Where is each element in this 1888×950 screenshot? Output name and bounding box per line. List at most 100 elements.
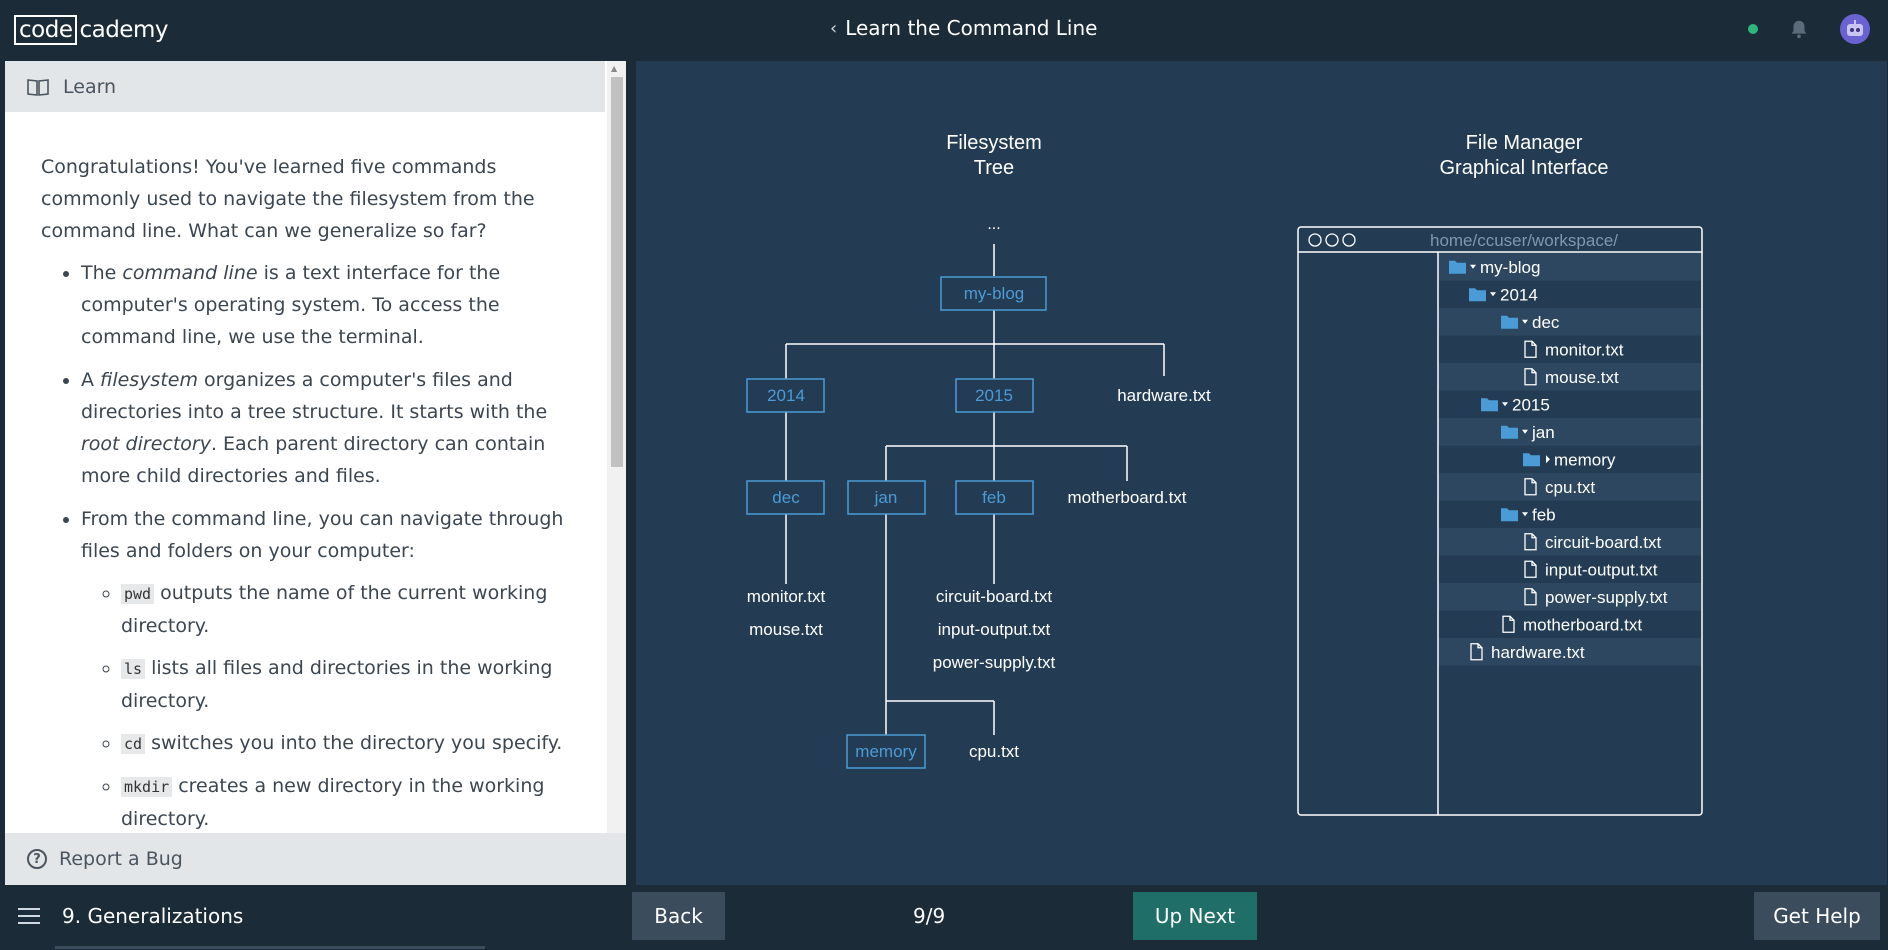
back-button[interactable]: Back	[632, 892, 725, 940]
list-item: A filesystem organizes a computer's file…	[81, 364, 586, 492]
fm-row-label: dec	[1532, 313, 1560, 332]
fm-row[interactable]: circuit-board.txt	[1439, 528, 1701, 556]
folder-icon	[1469, 288, 1486, 302]
lesson-name[interactable]: 9. Generalizations	[62, 904, 244, 928]
fm-row[interactable]: cpu.txt	[1439, 473, 1701, 501]
up-next-button[interactable]: Up Next	[1133, 892, 1257, 940]
list-item: pwd outputs the name of the current work…	[121, 577, 586, 642]
caret-down-icon	[1522, 319, 1528, 324]
page-counter: 9/9	[913, 904, 946, 928]
fm-row[interactable]: monitor.txt	[1524, 340, 1624, 359]
report-bug-label: Report a Bug	[59, 848, 183, 870]
list-item: mkdir creates a new directory in the wor…	[121, 770, 586, 831]
folder-icon	[1481, 398, 1498, 412]
caret-down-icon	[1490, 292, 1496, 297]
folder-icon	[1501, 508, 1518, 522]
course-title-link[interactable]: ‹ Learn the Command Line	[830, 16, 1097, 40]
chevron-left-icon: ‹	[830, 17, 838, 39]
code-snippet: cd	[121, 734, 146, 754]
caret-right-icon	[1546, 455, 1550, 464]
robot-avatar-icon	[1847, 20, 1863, 36]
fm-row[interactable]: 2014	[1469, 285, 1538, 304]
tree-file-cpu: cpu.txt	[969, 742, 1019, 761]
fm-row[interactable]: memory	[1523, 450, 1616, 469]
fm-row-label: cpu.txt	[1545, 478, 1595, 497]
diagram-panel: Filesystem Tree File Manager Graphical I…	[636, 61, 1887, 885]
fm-row[interactable]: motherboard.txt	[1502, 615, 1642, 634]
intro-paragraph: Congratulations! You've learned five com…	[41, 156, 535, 242]
tree-node-jan: jan	[874, 488, 898, 507]
tree-file-monitor: monitor.txt	[747, 587, 826, 606]
fm-row[interactable]: jan	[1439, 418, 1701, 446]
status-dot-icon	[1748, 24, 1758, 34]
bell-icon[interactable]	[1788, 18, 1810, 40]
fm-row-label: circuit-board.txt	[1545, 533, 1661, 552]
avatar[interactable]	[1840, 14, 1870, 44]
fm-path: home/ccuser/workspace/	[1430, 231, 1618, 250]
file-icon	[1524, 560, 1537, 578]
caret-down-icon	[1522, 429, 1528, 434]
bottom-bar: 9. Generalizations Back 9/9 Up Next Get …	[0, 885, 1888, 950]
window-dot-icon	[1308, 233, 1322, 247]
fm-row-label: feb	[1532, 505, 1556, 524]
caret-down-icon	[1522, 512, 1528, 517]
get-help-button[interactable]: Get Help	[1754, 892, 1880, 940]
fm-row[interactable]: dec	[1439, 308, 1701, 336]
fm-row-label: mouse.txt	[1545, 368, 1619, 387]
book-icon	[27, 78, 49, 96]
folder-icon	[1523, 453, 1540, 467]
fm-row[interactable]: power-supply.txt	[1439, 583, 1701, 611]
caret-down-icon	[1502, 402, 1508, 407]
code-snippet: mkdir	[121, 777, 173, 797]
learn-tab[interactable]: Learn	[5, 61, 605, 112]
folder-icon	[1501, 425, 1518, 439]
learn-tab-label: Learn	[63, 75, 117, 98]
fm-row[interactable]: mouse.txt	[1439, 363, 1701, 391]
tree-file-motherboard: motherboard.txt	[1067, 488, 1186, 507]
question-icon: ?	[27, 849, 47, 869]
list-item: ls lists all files and directories in th…	[121, 652, 586, 717]
fm-row[interactable]: hardware.txt	[1439, 638, 1701, 666]
course-title: Learn the Command Line	[845, 16, 1098, 40]
tree-file-circuit-board: circuit-board.txt	[936, 587, 1052, 606]
window-dot-icon	[1342, 233, 1356, 247]
hamburger-menu-icon[interactable]	[18, 908, 40, 924]
fm-row[interactable]: 2015	[1481, 395, 1550, 414]
fm-title-line1: File Manager	[1466, 132, 1583, 154]
window-dot-icon	[1325, 233, 1339, 247]
fm-row-label: hardware.txt	[1491, 643, 1585, 662]
fm-row-label: memory	[1554, 450, 1616, 469]
tree-node-memory: memory	[855, 742, 917, 761]
command-list: pwd outputs the name of the current work…	[81, 577, 586, 831]
fm-row[interactable]: feb	[1501, 505, 1556, 524]
scrollbar[interactable]: ▲	[607, 61, 626, 833]
learn-panel: Learn Congratulations! You've learned fi…	[5, 61, 626, 885]
fm-row-label: input-output.txt	[1545, 560, 1658, 579]
list-item: From the command line, you can navigate …	[81, 503, 586, 831]
root-ellipsis: ...	[987, 216, 1000, 233]
fm-row-label: monitor.txt	[1545, 340, 1624, 359]
folder-icon	[1501, 315, 1518, 329]
file-icon	[1502, 615, 1515, 633]
list-item: cd switches you into the directory you s…	[121, 727, 586, 760]
file-icon	[1470, 643, 1483, 661]
filesystem-diagram: Filesystem Tree File Manager Graphical I…	[746, 132, 1703, 816]
fm-row-label: power-supply.txt	[1545, 588, 1668, 607]
scroll-up-icon[interactable]: ▲	[611, 64, 618, 73]
caret-down-icon	[1470, 264, 1476, 269]
code-snippet: ls	[121, 659, 146, 679]
tree-file-input-output: input-output.txt	[938, 620, 1051, 639]
tree-node-2015: 2015	[975, 386, 1013, 405]
tree-node-my-blog: my-blog	[964, 284, 1024, 303]
tree-lines	[785, 244, 1165, 735]
scrollbar-thumb[interactable]	[611, 77, 623, 467]
fm-row-label: motherboard.txt	[1523, 615, 1642, 634]
report-bug-button[interactable]: ? Report a Bug	[5, 833, 626, 885]
fm-row-label: my-blog	[1480, 258, 1540, 277]
file-icon	[1524, 368, 1537, 386]
list-item: The command line is a text interface for…	[81, 257, 586, 353]
file-icon	[1524, 478, 1537, 496]
fm-row[interactable]: input-output.txt	[1524, 560, 1658, 579]
fm-row[interactable]: my-blog	[1439, 253, 1701, 281]
